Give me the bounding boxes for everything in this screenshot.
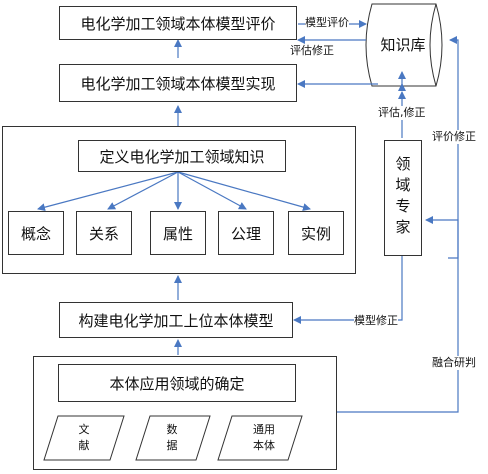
source-label-data: 数 据 xyxy=(166,423,178,452)
upper-box: 构建电化学加工上位本体模型 xyxy=(59,302,293,338)
label-eval-fix-2: 评估,修正 xyxy=(378,106,426,120)
arrow-model-fix xyxy=(293,256,403,324)
axiom-box: 公理 xyxy=(218,211,274,255)
arrow-fuse-research xyxy=(336,216,459,413)
concept-box: 概念 xyxy=(8,211,64,255)
determine-frame xyxy=(33,356,337,470)
source-shape-1 xyxy=(43,415,125,461)
attribute-box: 属性 xyxy=(150,211,206,255)
arrow-fan-5 xyxy=(177,171,311,211)
relation-box: 关系 xyxy=(76,211,132,255)
label-fuse-research: 融合研判 xyxy=(432,356,476,370)
implement-box: 电化学加工领域本体模型实现 xyxy=(59,64,297,102)
define-box: 定义电化学加工领域知识 xyxy=(78,140,286,172)
arrow-eval-revise xyxy=(448,36,459,259)
eval-box: 电化学加工领域本体模型评价 xyxy=(59,6,297,40)
source-shape-2 xyxy=(135,415,211,461)
knowledge-base-cylinder xyxy=(365,3,443,87)
determine-box: 本体应用领域的确定 xyxy=(58,364,296,402)
arrow-fan-1 xyxy=(37,171,179,212)
label-model-fix: 模型修正 xyxy=(354,314,398,328)
source-label-literature: 文 献 xyxy=(78,423,90,452)
define-frame xyxy=(2,126,356,274)
instance-box: 实例 xyxy=(288,211,344,255)
arrow-fan-4 xyxy=(177,171,247,210)
label-eval-revise: 评价修正 xyxy=(432,130,476,144)
source-shape-3 xyxy=(217,415,303,461)
label-model-eval: 模型评价 xyxy=(305,16,349,30)
expert-box: 领域专家 xyxy=(384,140,422,256)
arrow-fan-2 xyxy=(107,171,179,210)
label-eval-fix: 评估修正 xyxy=(290,44,334,58)
source-label-ontology: 通用 本体 xyxy=(253,423,275,452)
kb-label: 知识库 xyxy=(380,36,426,54)
